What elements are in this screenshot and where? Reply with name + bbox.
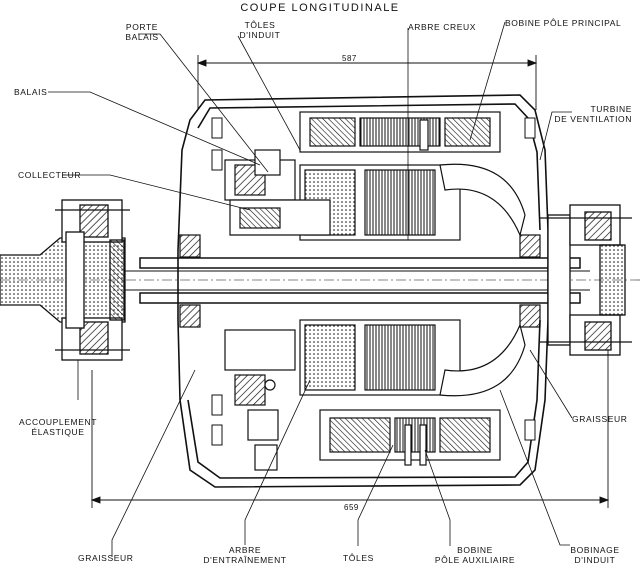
- dimension-bottom: 659: [344, 503, 359, 512]
- label-bobinage-induit: BOBINAGE D'INDUIT: [555, 545, 635, 565]
- label-balais: BALAIS: [14, 87, 48, 97]
- right-coupling: [540, 204, 632, 356]
- aux-pole-coil-lower: [319, 409, 501, 466]
- hollow-shaft: [0, 257, 640, 304]
- label-arbre-entrainement-line1: ARBRE: [228, 545, 262, 555]
- label-graisseur-left: GRAISSEUR: [78, 553, 134, 563]
- main-pole-coil-upper: [299, 111, 501, 153]
- left-coupling: [0, 199, 130, 361]
- label-accouplement-line2: ÉLASTIQUE: [31, 427, 85, 437]
- armature-stack-lower: [299, 319, 526, 397]
- bolts: [211, 117, 536, 446]
- leader-lines: [48, 21, 573, 557]
- label-bobine-pole-auxiliaire-line2: PÔLE AUXILIAIRE: [434, 555, 516, 565]
- housing-outline: [177, 94, 549, 488]
- label-accouplement-line1: ACCOUPLEMENT: [18, 417, 98, 427]
- label-porte-balais-line1: PORTE: [125, 22, 159, 32]
- label-graisseur-right: GRAISSEUR: [572, 414, 628, 424]
- label-toles-induit-line1: TÔLES: [244, 20, 276, 30]
- label-turbine: TURBINE DE VENTILATION: [540, 104, 632, 124]
- label-arbre-entrainement-line2: D'ENTRAÎNEMENT: [203, 555, 287, 565]
- label-bobine-pole-auxiliaire-line1: BOBINE: [457, 545, 493, 555]
- label-bobine-pole-principal: BOBINE PÔLE PRINCIPAL: [505, 18, 622, 28]
- armature-stack-upper: [299, 163, 526, 241]
- label-collecteur: COLLECTEUR: [18, 170, 82, 180]
- label-toles-induit: TÔLES D'INDUIT: [225, 20, 295, 40]
- label-arbre-entrainement: ARBRE D'ENTRAÎNEMENT: [190, 545, 300, 565]
- bearings: [179, 234, 541, 328]
- diagram-title: COUPE LONGITUDINALE: [240, 2, 400, 14]
- label-toles-induit-line2: D'INDUIT: [239, 30, 281, 40]
- commutator-lower: [224, 329, 296, 471]
- label-bobinage-induit-line1: BOBINAGE: [570, 545, 620, 555]
- dimension-lines: [90, 55, 610, 508]
- label-bobine-pole-auxiliaire: BOBINE PÔLE AUXILIAIRE: [420, 545, 530, 565]
- label-accouplement: ACCOUPLEMENT ÉLASTIQUE: [8, 417, 108, 437]
- label-porte-balais: PORTE BALAIS: [112, 22, 172, 42]
- commutator-upper: [224, 149, 331, 236]
- label-toles: TÔLES: [343, 553, 374, 563]
- label-turbine-line2: DE VENTILATION: [554, 114, 632, 124]
- label-arbre-creux: ARBRE CREUX: [408, 22, 477, 32]
- label-turbine-line1: TURBINE: [590, 104, 632, 114]
- label-bobinage-induit-line2: D'INDUIT: [574, 555, 616, 565]
- dimension-top: 587: [342, 54, 357, 63]
- label-porte-balais-line2: BALAIS: [125, 32, 159, 42]
